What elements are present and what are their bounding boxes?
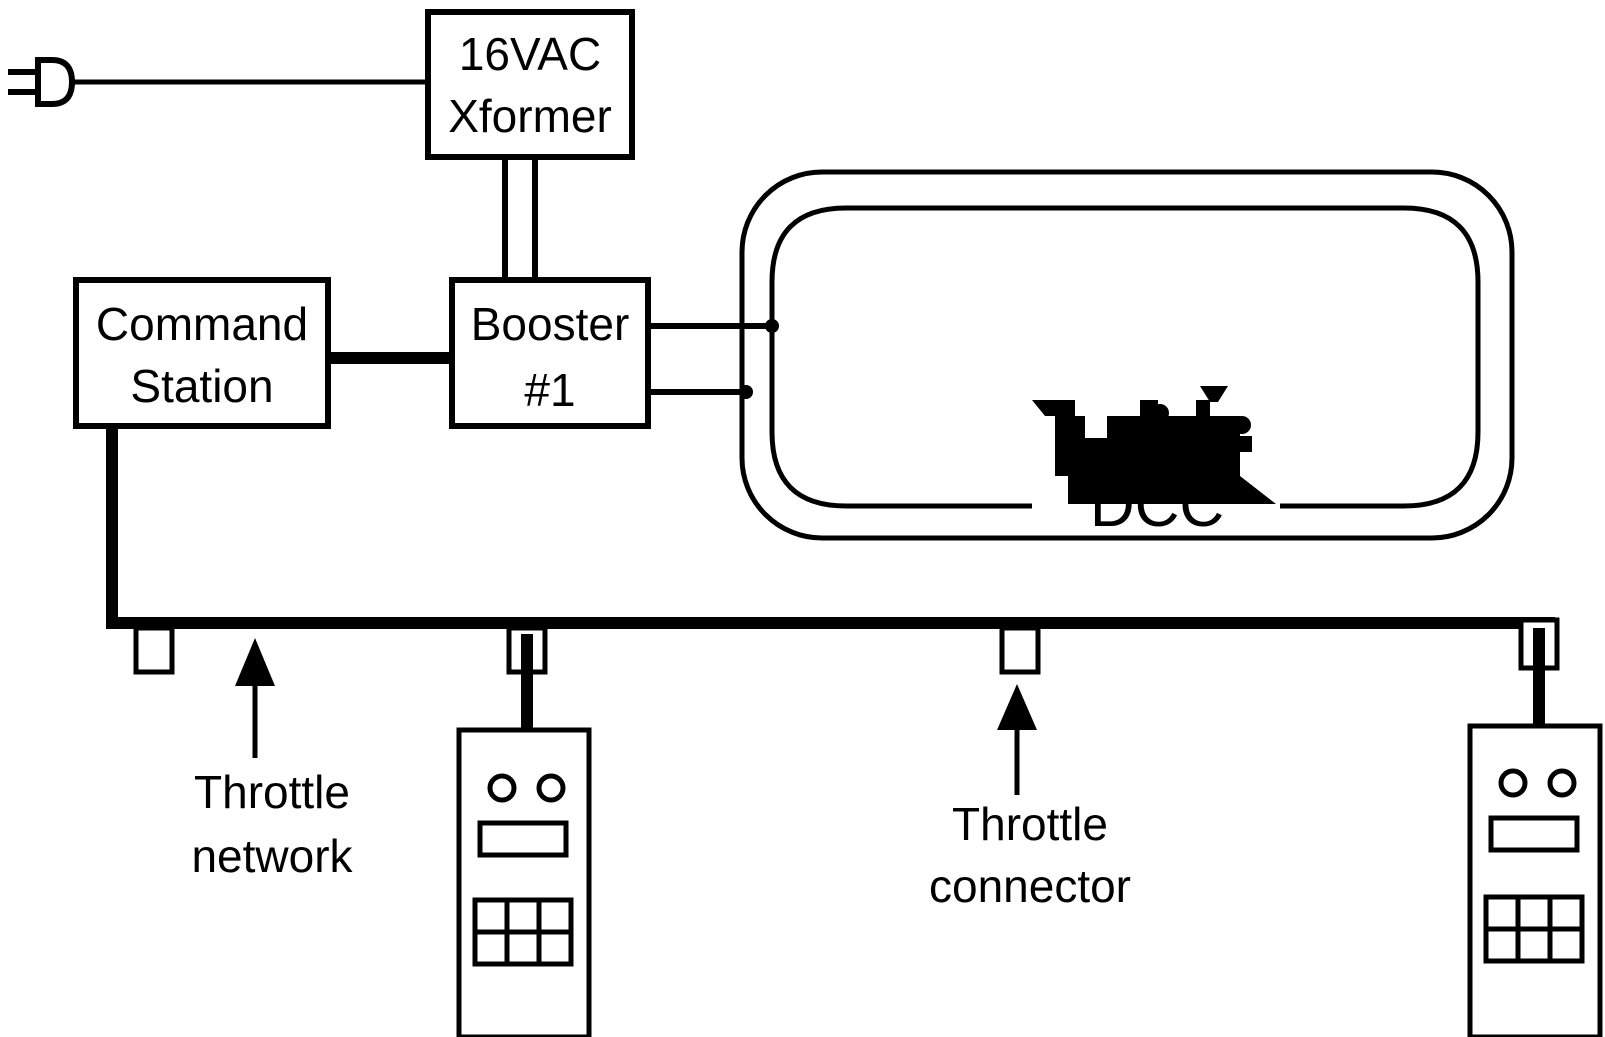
- throttle-connector: [999, 625, 1041, 675]
- throttle-icon: [1467, 723, 1603, 1037]
- transformer-label-line1: 16VAC: [459, 28, 601, 80]
- throttle-icon: [456, 727, 592, 1037]
- transformer-label-line2: Xformer: [448, 90, 612, 142]
- throttle-network-label-line1: Throttle: [194, 766, 350, 818]
- booster-label-line2: #1: [524, 364, 575, 416]
- track-oval: [739, 169, 1515, 541]
- command-station-label-line2: Station: [130, 360, 273, 412]
- throttle-network-label-line2: network: [191, 830, 353, 882]
- command-station-label-line1: Command: [96, 298, 308, 350]
- throttle-connector-pointer: [997, 684, 1037, 795]
- throttle-connector-label-line1: Throttle: [952, 798, 1108, 850]
- booster-box: Booster #1: [449, 277, 651, 429]
- throttle-network-pointer: [235, 638, 275, 758]
- track-feeder-wires: [648, 323, 772, 395]
- command-station-box: Command Station: [73, 277, 331, 429]
- throttle-connector: [133, 625, 175, 675]
- transformer-booster-wire: [502, 157, 538, 280]
- throttle-network-bus: [106, 426, 1555, 629]
- transformer-box: 16VAC Xformer: [425, 9, 635, 160]
- locomotive-label: DCC: [1090, 471, 1224, 540]
- power-plug-icon: [8, 57, 76, 107]
- locomotive-icon: DCC: [1032, 386, 1276, 540]
- throttle-connector-label-line2: connector: [929, 860, 1131, 912]
- booster-label-line1: Booster: [471, 298, 630, 350]
